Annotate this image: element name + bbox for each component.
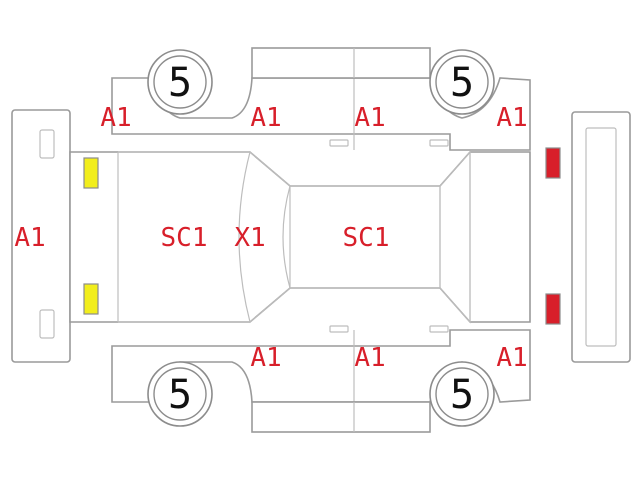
damage-code-windshield: X1 xyxy=(234,223,265,253)
rear-bumper-inner xyxy=(585,127,617,347)
hood-outline xyxy=(117,151,250,323)
damage-code-front-bumper: A1 xyxy=(14,223,45,253)
wheel-front-right-label: 5 xyxy=(168,372,192,418)
damage-code-left-front-door: A1 xyxy=(250,103,281,133)
damage-code-hood: SC1 xyxy=(161,223,208,253)
windshield-outline xyxy=(238,150,291,324)
damage-code-right-rear-door: A1 xyxy=(354,343,385,373)
front-bumper-fog-slot-bottom xyxy=(39,309,55,339)
front-headlamp-left xyxy=(83,157,99,189)
wheel-front-right: 5 xyxy=(147,361,213,427)
rear-taillamp-right xyxy=(545,293,561,325)
rear-bumper-panel xyxy=(571,111,631,363)
damage-code-right-front-door: A1 xyxy=(250,343,281,373)
rear-taillamp-left xyxy=(545,147,561,179)
wheel-front-left: 5 xyxy=(147,49,213,115)
right-side-sill-panel xyxy=(251,401,431,433)
left-side-sill-panel xyxy=(251,47,431,79)
left-rear-door-handle xyxy=(429,139,449,147)
damage-code-roof: SC1 xyxy=(343,223,390,253)
damage-code-left-rear-quarter: A1 xyxy=(496,103,527,133)
top-view-body xyxy=(69,151,531,323)
wheel-rear-right: 5 xyxy=(429,361,495,427)
wheel-front-left-label: 5 xyxy=(168,60,192,106)
damage-code-front-left-fender: A1 xyxy=(100,103,131,133)
right-rear-door-handle xyxy=(429,325,449,333)
left-front-door-handle xyxy=(329,139,349,147)
front-bumper-fog-slot-top xyxy=(39,129,55,159)
front-headlamp-right xyxy=(83,283,99,315)
damage-code-right-rear-quarter: A1 xyxy=(496,343,527,373)
wheel-rear-left: 5 xyxy=(429,49,495,115)
damage-code-left-rear-door: A1 xyxy=(354,103,385,133)
wheel-rear-right-label: 5 xyxy=(450,372,474,418)
right-front-door-handle xyxy=(329,325,349,333)
wheel-rear-left-label: 5 xyxy=(450,60,474,106)
